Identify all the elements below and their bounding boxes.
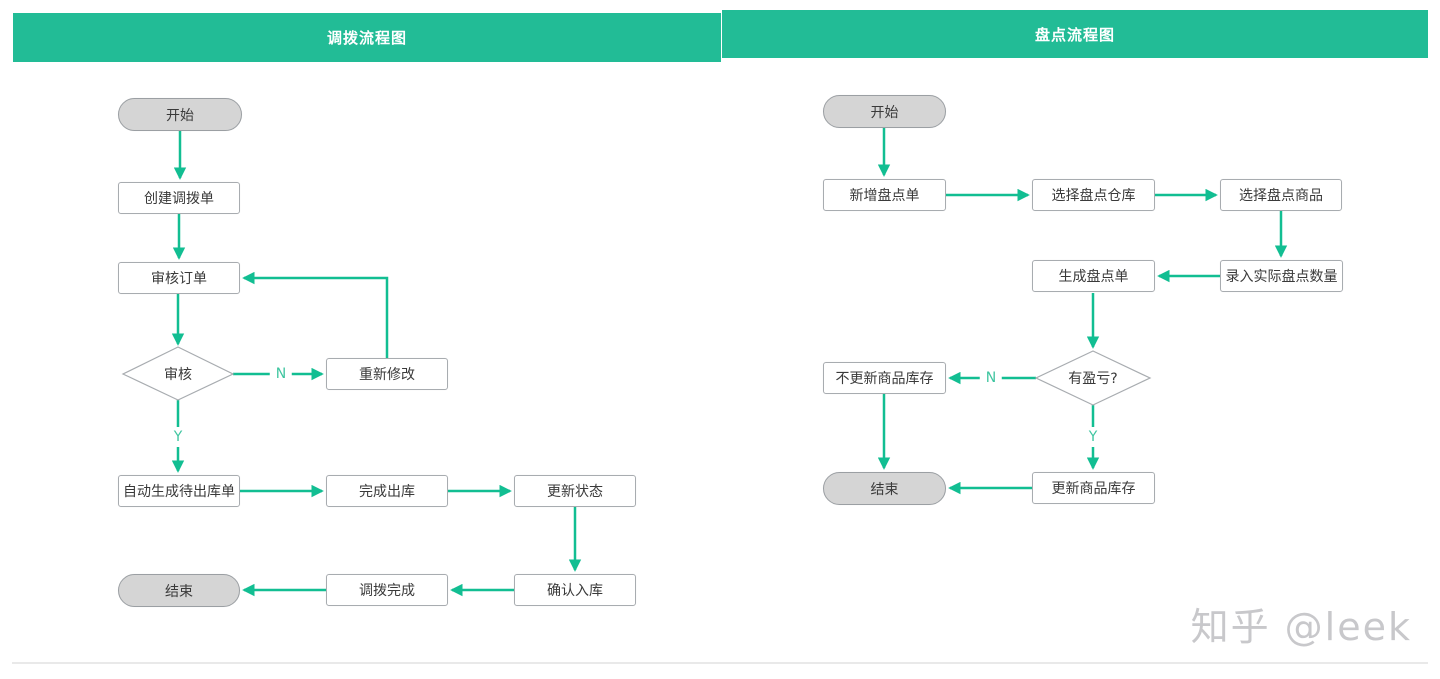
node-generate-count-order: 生成盘点单 [1032, 260, 1155, 292]
node-re-modify: 重新修改 [326, 358, 448, 390]
node-review-order: 审核订单 [118, 262, 240, 294]
zhihu-watermark: 知乎 @leek [1190, 605, 1412, 649]
node-update-status: 更新状态 [514, 475, 636, 507]
right-chart-title: 盘点流程图 [1034, 25, 1115, 44]
node-profit-loss-decision: 有盈亏? [1068, 371, 1118, 387]
node-select-count-warehouse: 选择盘点仓库 [1032, 179, 1155, 211]
diamond-shape-review [121, 346, 235, 401]
diamond-shape-profit-loss [1034, 350, 1152, 406]
node-skip-update-stock: 不更新商品库存 [823, 362, 946, 394]
edge-label-right-no: N [979, 368, 1003, 388]
edge-label-left-yes: Y [167, 427, 189, 447]
node-auto-generate-outbound: 自动生成待出库单 [118, 475, 240, 507]
node-right-end: 结束 [823, 472, 946, 505]
node-select-count-goods: 选择盘点商品 [1220, 179, 1342, 211]
right-chart-title-bar: 盘点流程图 [722, 10, 1428, 58]
node-confirm-inbound: 确认入库 [514, 574, 636, 606]
edge-modify-to-review-order [242, 271, 389, 358]
node-right-start: 开始 [823, 95, 946, 128]
left-chart-title: 调拨流程图 [326, 29, 407, 47]
node-update-stock: 更新商品库存 [1032, 472, 1155, 504]
node-add-count-order: 新增盘点单 [823, 179, 946, 211]
node-transfer-complete: 调拨完成 [326, 574, 448, 606]
edge-label-right-yes: Y [1082, 427, 1104, 447]
edge-label-left-no: N [269, 364, 293, 384]
node-create-transfer-order: 创建调拨单 [118, 182, 240, 214]
node-complete-outbound: 完成出库 [326, 475, 448, 507]
node-left-end: 结束 [118, 574, 240, 607]
node-enter-actual-qty: 录入实际盘点数量 [1220, 260, 1343, 292]
left-chart-title-bar: 调拨流程图 [13, 13, 721, 62]
node-left-start: 开始 [118, 98, 242, 131]
node-review-decision: 审核 [164, 367, 192, 383]
bottom-divider [12, 662, 1428, 664]
